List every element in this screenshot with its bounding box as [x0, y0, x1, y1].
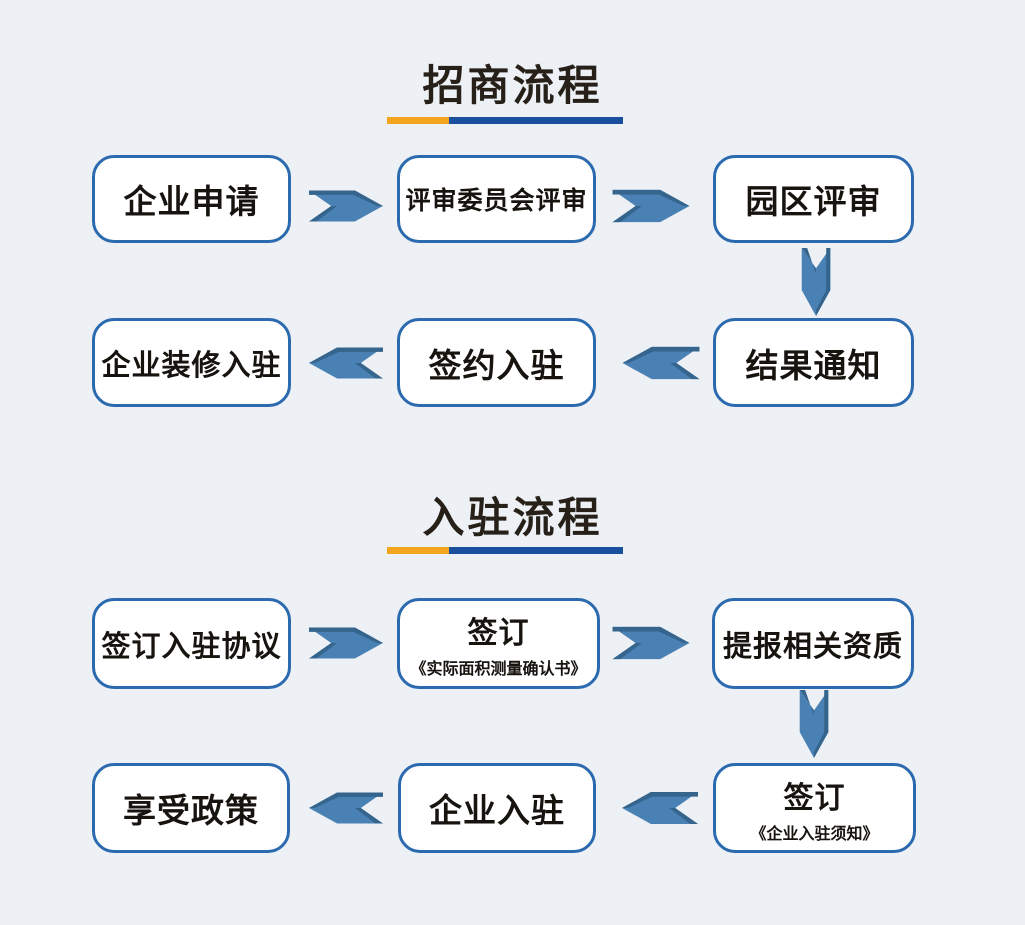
underline-blue-segment [449, 547, 623, 554]
box-park-review: 园区评审 [713, 155, 914, 243]
box-review-committee: 评审委员会评审 [397, 155, 596, 243]
underline-orange-segment [387, 547, 449, 554]
arrow-left-icon [622, 343, 700, 383]
box-sign-area-confirmation: 签订 《实际面积测量确认书》 [397, 598, 600, 689]
box-label: 享受政策 [123, 794, 259, 830]
arrow-down-icon [797, 248, 835, 316]
box-label: 园区评审 [745, 185, 882, 221]
box-label: 签订入驻协议 [101, 630, 282, 663]
box-sign-movein-notice: 签订 《企业入驻须知》 [713, 763, 916, 853]
box-label: 评审委员会评审 [405, 188, 588, 215]
underline-blue-segment [449, 117, 623, 124]
section-title-movein-process: 入驻流程 [422, 496, 603, 542]
title-underline [387, 117, 623, 124]
underline-orange-segment [387, 117, 449, 124]
box-label: 签约入驻 [428, 348, 565, 385]
arrow-right-icon [612, 623, 690, 663]
title-underline [387, 547, 623, 554]
box-enterprise-movein: 企业入驻 [398, 763, 596, 853]
box-label: 企业入驻 [429, 794, 565, 830]
box-label: 签订 [783, 781, 846, 815]
box-sublabel: 《企业入驻须知》 [750, 825, 879, 843]
box-label: 签订 [467, 617, 530, 650]
box-enterprise-application: 企业申请 [92, 155, 291, 243]
arrow-left-icon [622, 788, 698, 828]
box-label: 企业装修入驻 [101, 349, 282, 382]
arrow-right-icon [309, 623, 383, 663]
box-label: 结果通知 [745, 348, 882, 385]
arrow-left-icon [309, 343, 383, 383]
box-sign-contract-movein: 签约入驻 [397, 318, 596, 407]
arrow-right-icon [309, 186, 383, 226]
arrow-left-icon [309, 788, 383, 828]
box-label: 企业申请 [123, 185, 260, 221]
box-renovation-movein: 企业装修入驻 [92, 318, 291, 407]
box-sublabel: 《实际面积测量确认书》 [410, 661, 587, 678]
box-label: 提报相关资质 [722, 630, 903, 663]
box-result-notification: 结果通知 [713, 318, 914, 407]
box-submit-qualifications: 提报相关资质 [712, 598, 914, 689]
arrow-down-icon [795, 690, 833, 758]
box-enjoy-policies: 享受政策 [92, 763, 290, 853]
section-title-recruitment-process: 招商流程 [422, 64, 603, 110]
box-sign-movein-agreement: 签订入驻协议 [92, 598, 291, 689]
arrow-right-icon [612, 186, 690, 226]
